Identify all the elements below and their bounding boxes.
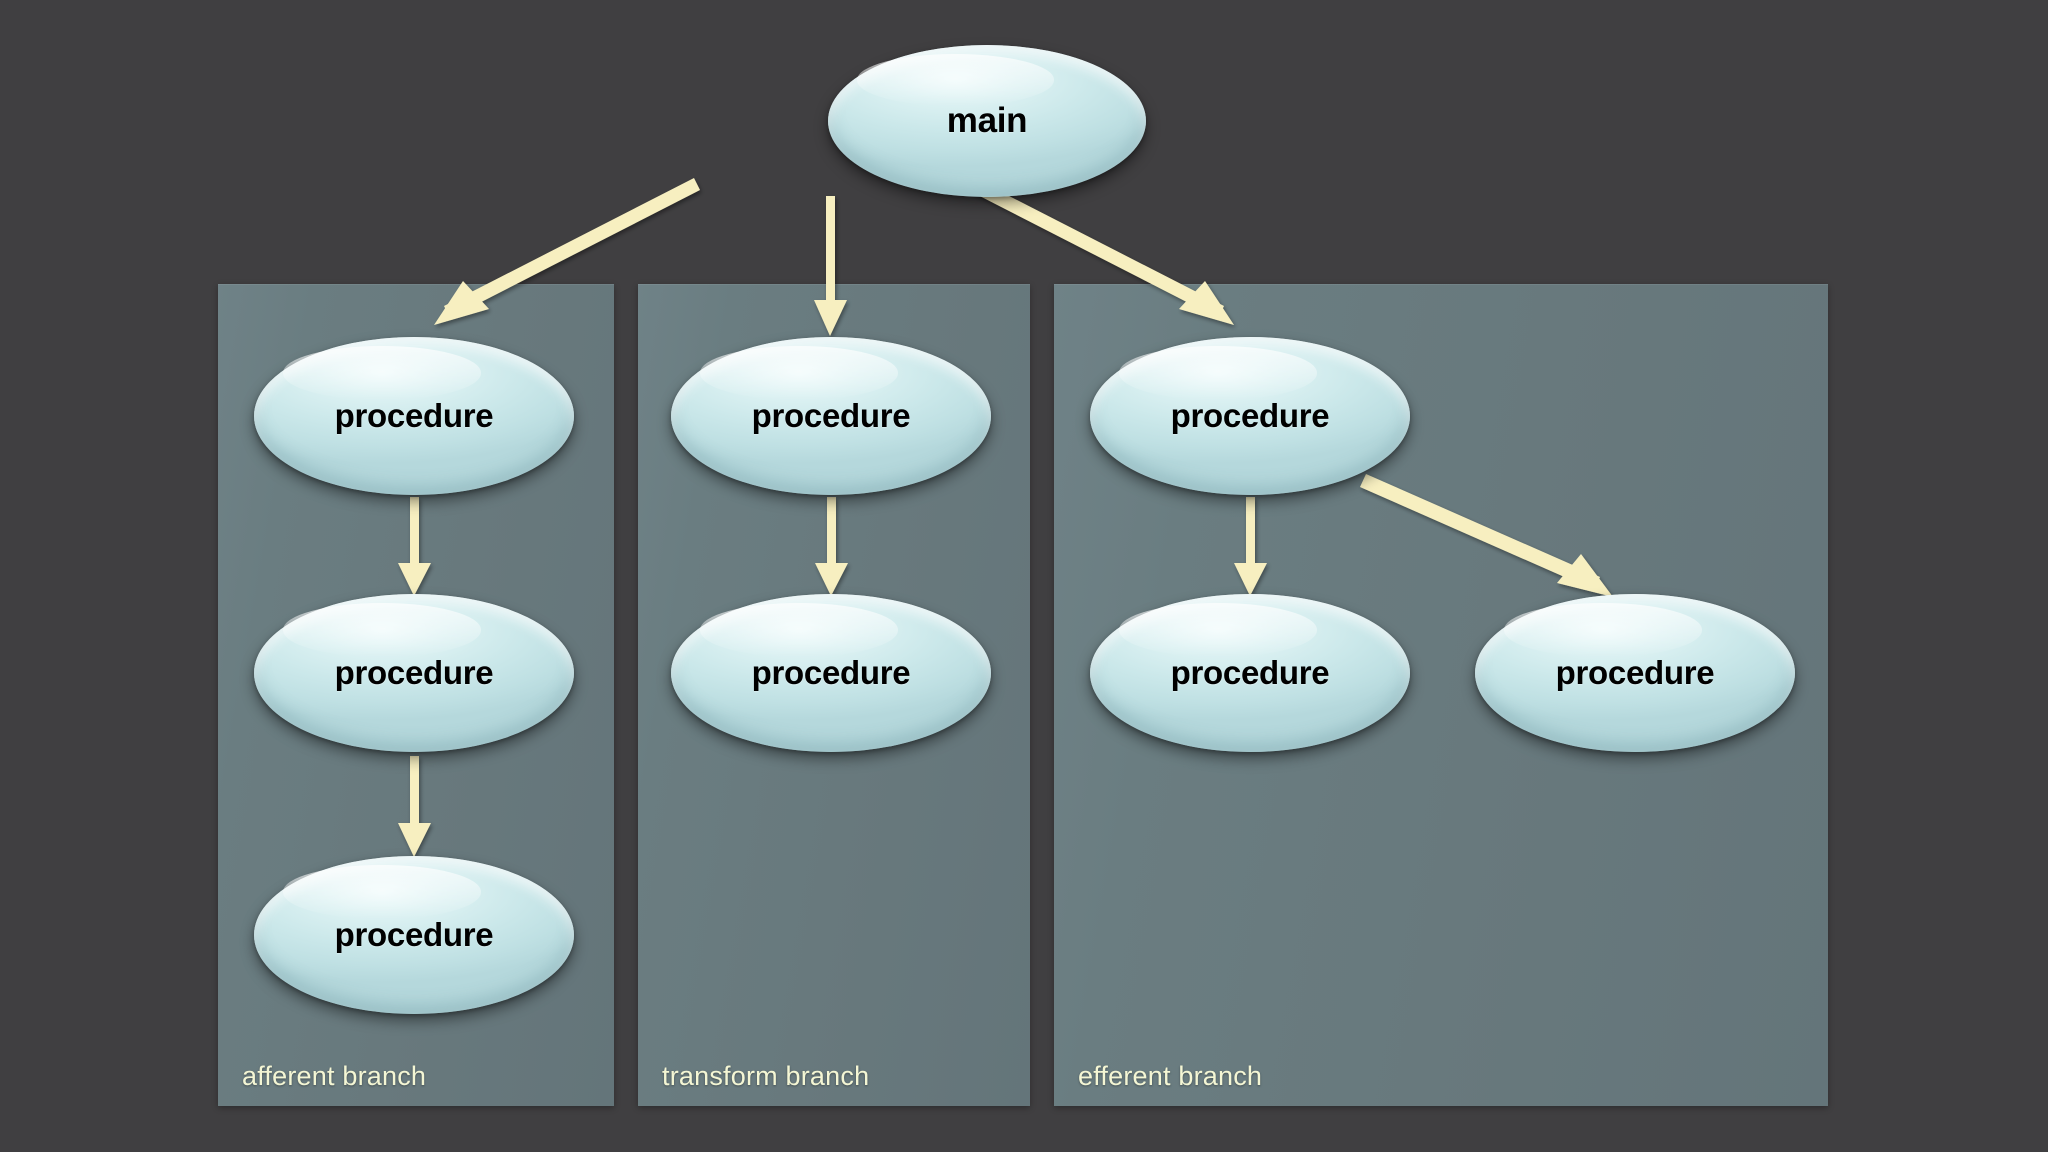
node-afferent-3-label: procedure: [334, 916, 494, 953]
node-main-label: main: [946, 101, 1028, 140]
node-afferent-3[interactable]: procedure: [254, 856, 574, 1014]
node-transform-2[interactable]: procedure: [671, 594, 991, 752]
node-transform-1-label: procedure: [751, 397, 911, 434]
node-efferent-3[interactable]: procedure: [1475, 594, 1795, 752]
node-afferent-1-label: procedure: [334, 397, 494, 434]
node-transform-1[interactable]: procedure: [671, 337, 991, 495]
node-transform-2-label: procedure: [751, 654, 911, 691]
panel-label-afferent: afferent branch: [242, 1061, 427, 1091]
panel-label-transform: transform branch: [662, 1061, 870, 1091]
panel-label-efferent: efferent branch: [1078, 1061, 1263, 1091]
node-efferent-2-label: procedure: [1170, 654, 1330, 691]
node-efferent-1-label: procedure: [1170, 397, 1330, 434]
node-afferent-2-label: procedure: [334, 654, 494, 691]
node-efferent-1[interactable]: procedure: [1090, 337, 1410, 495]
node-main[interactable]: main: [828, 45, 1146, 197]
node-efferent-2[interactable]: procedure: [1090, 594, 1410, 752]
node-afferent-2[interactable]: procedure: [254, 594, 574, 752]
node-afferent-1[interactable]: procedure: [254, 337, 574, 495]
node-efferent-3-label: procedure: [1555, 654, 1715, 691]
